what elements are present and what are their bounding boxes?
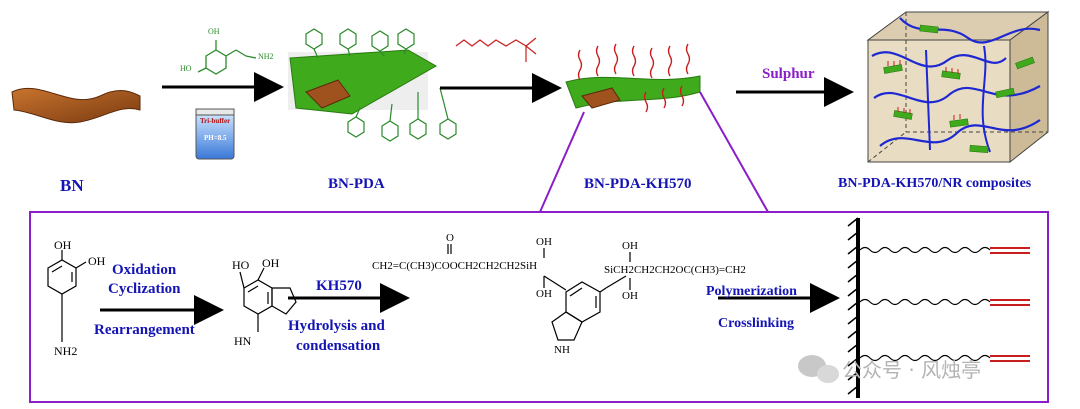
si-oh-bottom-right: OH	[622, 290, 638, 302]
silanol-formula: SiCH2CH2CH2OC(CH3)=CH2	[604, 264, 746, 276]
dopamine-top-oh: OH	[208, 27, 220, 36]
dihydroxyindole-structure	[239, 267, 297, 332]
label-composites: BN-PDA-KH570/NR composites	[838, 176, 1032, 191]
wechat-icon	[798, 355, 839, 383]
step-rearrangement: Rearrangement	[94, 322, 195, 338]
pda-rings	[305, 28, 457, 142]
label-bn-pda-kh570: BN-PDA-KH570	[584, 176, 692, 192]
silanol-indole-structure	[447, 244, 631, 341]
step-condensation: condensation	[296, 338, 381, 354]
step-polymerization: Polymerization	[706, 284, 797, 299]
composite-cube	[866, 11, 1050, 164]
dopamine-oh-side: OH	[88, 254, 106, 268]
dopamine-nh2: NH2	[54, 344, 78, 358]
mechanism-box	[29, 211, 1049, 403]
dopamine-structure-top	[197, 40, 257, 75]
kh570-structure-top	[455, 37, 537, 62]
indole-oh-right: OH	[262, 256, 280, 270]
kh570-formula: CH2=C(CH3)COOCH2CH2CH2SiH	[372, 260, 538, 272]
kh570-chains	[577, 43, 691, 113]
label-sulphur: Sulphur	[762, 66, 815, 82]
beaker-label-buffer: Tri-buffer	[200, 117, 231, 125]
buffer-beaker	[195, 108, 235, 160]
si-oh-top-right: OH	[622, 240, 638, 252]
step-oxidation: Oxidation	[112, 262, 177, 278]
bn-pda-sheet	[288, 49, 438, 115]
carbonyl-o: O	[446, 232, 454, 244]
label-bn-pda: BN-PDA	[328, 176, 385, 192]
watermark-text: 公众号 · 风烛亭	[842, 358, 982, 382]
zoom-lines	[539, 91, 769, 213]
si-oh-top-left: OH	[536, 236, 552, 248]
indole-ho-left: HO	[232, 258, 250, 272]
step-kh570: KH570	[316, 278, 362, 294]
bn-sheet	[11, 87, 141, 124]
si-oh-bottom-left: OH	[536, 288, 552, 300]
dopamine-oh-top: OH	[54, 238, 72, 252]
dopamine-top-nh2: NH2	[258, 52, 274, 61]
step-hydrolysis: Hydrolysis and	[288, 318, 385, 334]
dopamine-top-ho: HO	[180, 64, 192, 73]
beaker-label-ph: PH=8.5	[204, 134, 227, 142]
dopamine-structure	[47, 250, 87, 342]
step-cyclization: Cyclization	[108, 281, 181, 297]
label-bn: BN	[60, 176, 84, 195]
surface-chains	[847, 217, 1030, 398]
indole-nh: NH	[554, 344, 570, 356]
step-crosslinking: Crosslinking	[718, 316, 794, 331]
indole-hn: HN	[234, 334, 252, 348]
